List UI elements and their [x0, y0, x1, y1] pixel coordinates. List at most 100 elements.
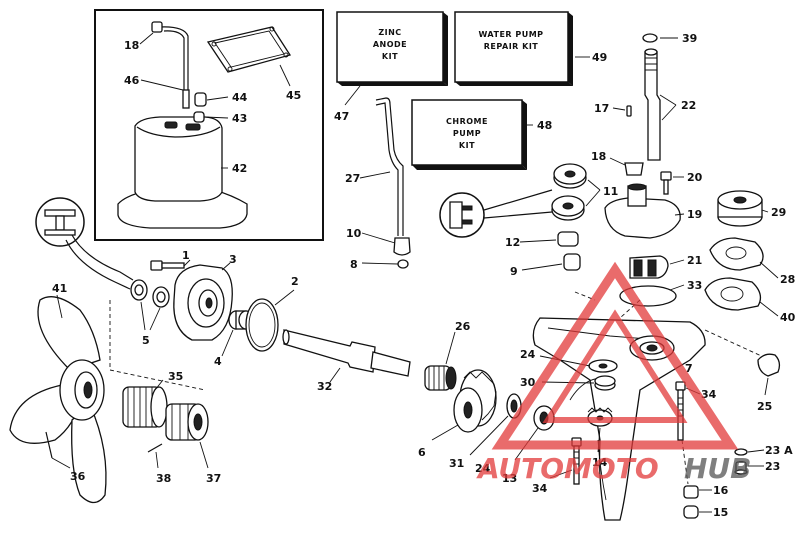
- part-21-impeller: [629, 255, 669, 279]
- callout-40: 40: [780, 311, 796, 324]
- part-24-washer: [588, 359, 618, 373]
- callout-20: 20: [687, 171, 703, 184]
- callout-39: 39: [682, 32, 697, 45]
- callout-47: 47: [334, 110, 349, 123]
- part-3-bearing-housing: [173, 264, 233, 341]
- part-45-gasket: [206, 26, 292, 73]
- callout-36: 36: [70, 470, 86, 483]
- callout-45: 45: [286, 89, 301, 102]
- callout-24-upper: 24: [520, 348, 536, 361]
- callout-12: 12: [505, 236, 520, 249]
- callout-3: 3: [229, 253, 237, 266]
- part-6-forward-gear: [453, 369, 497, 433]
- part-28-plate: [709, 237, 764, 271]
- zinc-anode-kit-box: ZINC ANODE KIT: [336, 11, 448, 86]
- callout-19: 19: [687, 208, 702, 221]
- part-26-spring: [424, 365, 457, 391]
- chrome-kit-label-1: CHROME: [446, 117, 488, 126]
- callout-41: 41: [52, 282, 67, 295]
- callout-32: 32: [317, 380, 332, 393]
- callout-9: 9: [510, 265, 518, 278]
- callout-17: 17: [594, 102, 609, 115]
- callout-23a: 23 A: [765, 444, 793, 457]
- callout-24-lower: 24: [475, 462, 491, 475]
- callout-27: 27: [345, 172, 360, 185]
- callout-42: 42: [232, 162, 247, 175]
- callout-33: 33: [687, 279, 702, 292]
- part-27-water-tube: [375, 97, 404, 236]
- part-30-bearing: [594, 375, 616, 391]
- part-23-screw: [734, 461, 748, 475]
- callout-29: 29: [771, 206, 786, 219]
- part-18-plate: [624, 162, 644, 176]
- part-44-grommet: [194, 92, 207, 107]
- callout-25: 25: [757, 400, 772, 413]
- part-19-pump-housing: [604, 183, 681, 239]
- part-37-clutch-dog: [165, 403, 209, 441]
- part-15-screw: [683, 505, 699, 519]
- callout-23: 23: [765, 460, 780, 473]
- zinc-kit-label-3: KIT: [382, 52, 398, 61]
- callout-34-lower: 34: [532, 482, 548, 495]
- chrome-kit-label-3: KIT: [459, 141, 475, 150]
- part-9-bushing: [563, 253, 581, 271]
- callout-2: 2: [291, 275, 299, 288]
- part-35-gear: [122, 386, 168, 428]
- part-40-gasket: [704, 277, 762, 311]
- part-12-bushing: [557, 231, 579, 247]
- part-5-washers: [130, 279, 170, 308]
- part-23a-washer: [734, 448, 748, 456]
- part-1-screw: [150, 260, 185, 271]
- part-43-grommet: [193, 111, 205, 123]
- callout-10: 10: [346, 227, 362, 240]
- callout-labels: 18 46 44 43 42 45 47 49 48 39 22 17 18 2…: [52, 32, 796, 519]
- watermark-text-hub: HUB: [684, 452, 752, 485]
- zinc-kit-label-1: ZINC: [378, 28, 401, 37]
- callout-7: 7: [685, 362, 693, 375]
- part-16-plug: [683, 485, 699, 499]
- callout-46: 46: [124, 74, 140, 87]
- callout-16: 16: [713, 484, 729, 497]
- callout-43: 43: [232, 112, 247, 125]
- chrome-pump-kit-box: CHROME PUMP KIT: [411, 99, 527, 170]
- part-38-pin: [147, 443, 163, 453]
- callout-30: 30: [520, 376, 536, 389]
- automotohub-watermark: AUTOMOTO HUB: [476, 261, 752, 485]
- zinc-kit-label-2: ANODE: [373, 40, 407, 49]
- callout-49: 49: [592, 51, 607, 64]
- callout-28: 28: [780, 273, 795, 286]
- pump-seal-detail: [439, 189, 553, 238]
- callout-15: 15: [713, 506, 728, 519]
- callout-1: 1: [182, 249, 190, 262]
- callout-35: 35: [168, 370, 183, 383]
- callout-22: 22: [681, 99, 696, 112]
- callout-13: 13: [502, 472, 517, 485]
- part-20-screw: [660, 171, 672, 195]
- callout-4: 4: [214, 355, 222, 368]
- part-22-driveshaft: [644, 48, 661, 161]
- callout-5: 5: [142, 334, 150, 347]
- part-25-trim-tab: [757, 353, 781, 377]
- part-11-bearings: [551, 163, 587, 221]
- water-pump-kit-label-2: REPAIR KIT: [484, 42, 539, 51]
- callout-26: 26: [455, 320, 471, 333]
- part-17-key: [626, 105, 632, 117]
- callout-38: 38: [156, 472, 171, 485]
- part-41-propeller: [9, 296, 107, 504]
- thrust-washer-detail: [35, 197, 134, 290]
- part-8-seal: [397, 259, 409, 269]
- callout-44: 44: [232, 91, 248, 104]
- part-10-grommet: [393, 237, 411, 256]
- callout-37: 37: [206, 472, 221, 485]
- callout-18-pump: 18: [591, 150, 606, 163]
- part-39-ring: [642, 33, 658, 43]
- water-pump-kit-box: WATER PUMP REPAIR KIT: [454, 11, 573, 86]
- water-pump-kit-label-1: WATER PUMP: [478, 30, 543, 39]
- callout-34-right: 34: [701, 388, 717, 401]
- callout-48: 48: [537, 119, 552, 132]
- part-29-cup: [717, 190, 763, 227]
- callout-11: 11: [603, 185, 618, 198]
- watermark-text-auto: AUTOMOTO: [476, 452, 659, 485]
- callout-14: 14: [592, 456, 608, 469]
